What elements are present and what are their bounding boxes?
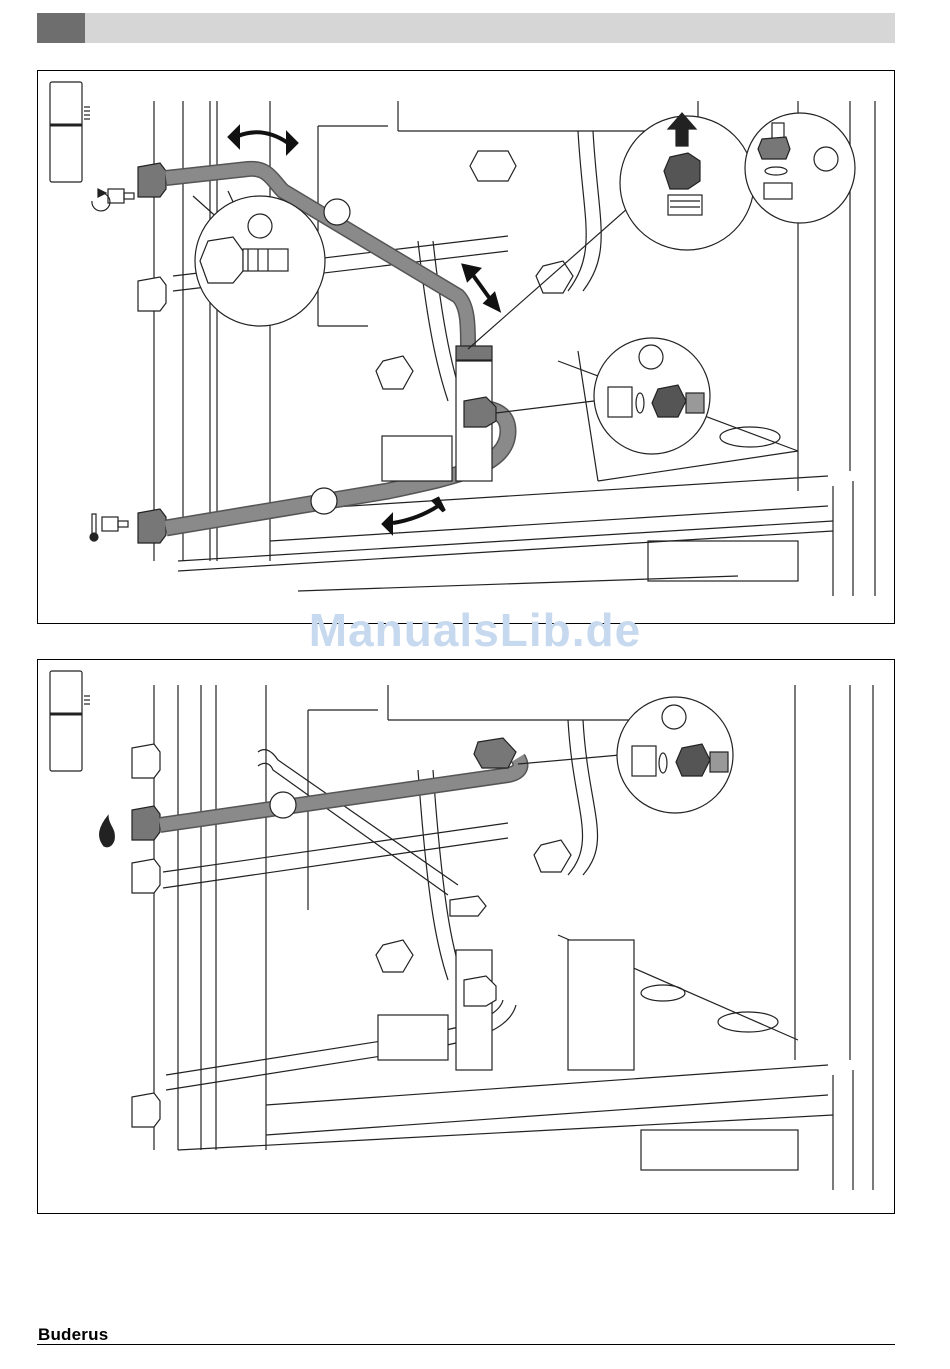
callout-markers: [270, 792, 296, 818]
hot-water-tap-icon: [90, 514, 128, 541]
flow-return-tap-icon: [92, 189, 134, 211]
gas-hose: [160, 758, 520, 825]
header-bar: [37, 13, 895, 43]
installation-figure-1: [37, 70, 895, 624]
detail-circle-cap: [620, 113, 754, 250]
footer-rule: [37, 1344, 895, 1345]
detail-circle-union: [594, 338, 710, 454]
detail-circle-nut: [195, 196, 325, 326]
brand-logo: Buderus: [38, 1325, 108, 1345]
left-fittings: [132, 744, 160, 1127]
installation-figure-2: [37, 659, 895, 1214]
callout-lines: [518, 755, 620, 764]
unit-tank-icon: [50, 671, 90, 771]
detail-circle-gasket: [745, 113, 855, 223]
detail-circle-union: [617, 697, 733, 813]
gas-flame-icon: [100, 816, 115, 847]
left-fittings: [138, 163, 166, 543]
watermark: ManualsLib.de: [0, 603, 950, 657]
header-tab: [37, 13, 85, 43]
unit-tank-icon: [50, 82, 90, 182]
